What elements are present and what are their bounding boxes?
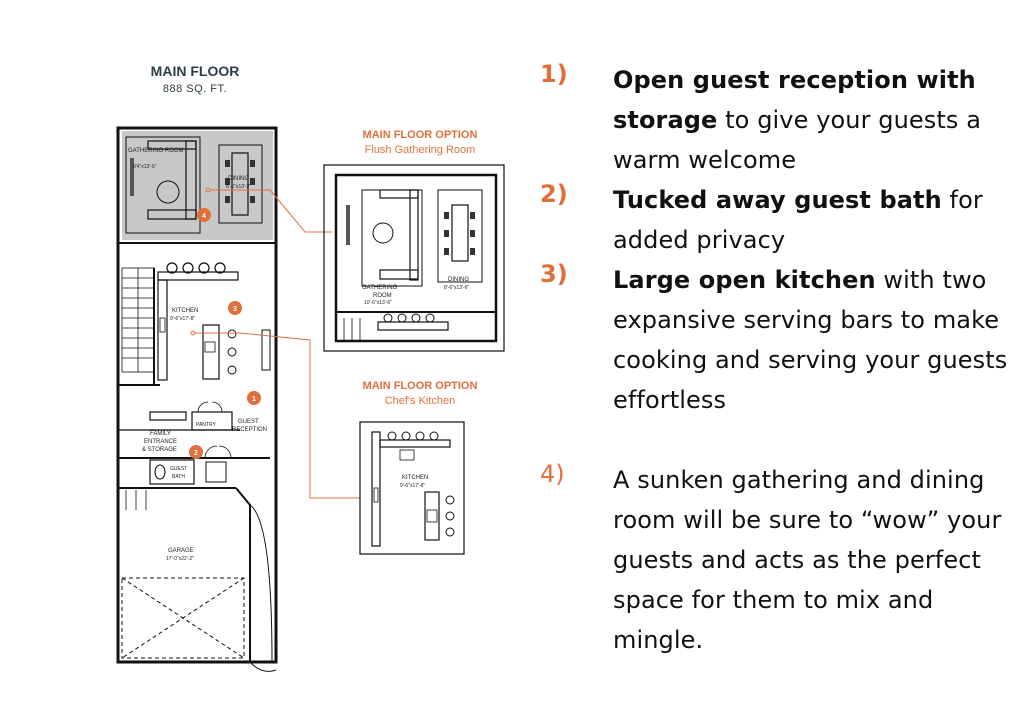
marker-3 (228, 301, 242, 315)
svg-text:4: 4 (202, 213, 206, 220)
feature-bold-3: Large open kitchen (613, 266, 876, 294)
room-gathering: GATHERING ROOM (128, 148, 184, 154)
feature-bold-2: Tucked away guest bath (613, 186, 942, 214)
room-guest-reception-2: RECEPTION (232, 427, 267, 433)
room-guest-reception-1: GUEST (238, 419, 259, 425)
option2-plan (359, 421, 465, 555)
feature-number-4: 4) (540, 460, 565, 488)
feature-bold-1: Open guest reception with storage (613, 66, 976, 134)
feature-text-2: for added privacy (613, 186, 983, 254)
opt1-gathering-2: ROOM (373, 293, 392, 299)
opt1-dining-dim: 8'-6"x13'-6" (444, 285, 469, 291)
feature-number-2: 2) (540, 180, 568, 208)
number-markers: 4 3 1 2 (189, 208, 261, 459)
opt1-gathering-dim: 10'-6"x13'-6" (364, 300, 392, 306)
feature-text-3: with two expansive serving bars to make … (613, 266, 1008, 414)
feature-item-4: 4) A sunken gathering and dining room wi… (540, 460, 1010, 660)
connector-lines (190, 187, 360, 499)
room-pantry: PANTRY (196, 422, 216, 428)
opt1-dining: DINING (448, 277, 469, 283)
svg-text:3: 3 (233, 306, 237, 313)
option1-plan (323, 164, 505, 352)
marker-1 (247, 391, 261, 405)
feature-item-1: 1) Open guest reception with storage to … (540, 60, 1010, 180)
marker-4 (197, 208, 211, 222)
room-kitchen: KITCHEN (172, 308, 198, 314)
room-dining: DINING (228, 176, 249, 182)
room-kitchen-dim: 9'-6"x17'-8" (170, 316, 195, 322)
room-dining-dim: 8'-6"x13'-2" (226, 184, 251, 190)
opt2-kitchen-dim: 9'-6"x17'-8" (400, 483, 425, 489)
room-family-2: ENTRANCE (144, 439, 177, 445)
option2-subtitle: Chef's Kitchen (385, 395, 456, 407)
option1-title: MAIN FLOOR OPTION (363, 129, 478, 141)
feature-text-4: A sunken gathering and dining room will … (613, 466, 1002, 654)
marker-2 (189, 445, 203, 459)
room-guest-bath-1: GUEST (170, 466, 187, 472)
opt1-gathering-1: GATHERING (362, 285, 398, 291)
feature-item-3: 3) Large open kitchen with two expansive… (540, 260, 1010, 460)
option2-title: MAIN FLOOR OPTION (363, 380, 478, 392)
floor-title: MAIN FLOOR (151, 63, 240, 79)
floor-plan-diagram: MAIN FLOOR 888 SQ. FT. (116, 63, 505, 672)
svg-text:1: 1 (252, 396, 256, 403)
floor-area: 888 SQ. FT. (163, 83, 227, 95)
feature-number-1: 1) (540, 60, 568, 88)
feature-text-1: to give your guests a warm welcome (613, 106, 982, 174)
room-guest-bath-2: BATH (172, 474, 185, 480)
room-family-3: & STORAGE (142, 447, 177, 453)
feature-item-2: 2) Tucked away guest bath for added priv… (540, 180, 1010, 260)
feature-list: 1) Open guest reception with storage to … (540, 60, 1010, 660)
opt2-kitchen: KITCHEN (402, 475, 428, 481)
room-garage-dim: 17'-0"x22'-2" (166, 556, 194, 562)
feature-number-3: 3) (540, 260, 568, 288)
room-gathering-dim: 9'4"x13'-6" (133, 164, 157, 170)
svg-text:2: 2 (194, 450, 198, 457)
room-family-1: FAMILY (150, 431, 171, 437)
room-garage: GARAGE (168, 548, 194, 554)
option1-subtitle: Flush Gathering Room (365, 144, 476, 156)
main-floor-plan (116, 126, 278, 672)
